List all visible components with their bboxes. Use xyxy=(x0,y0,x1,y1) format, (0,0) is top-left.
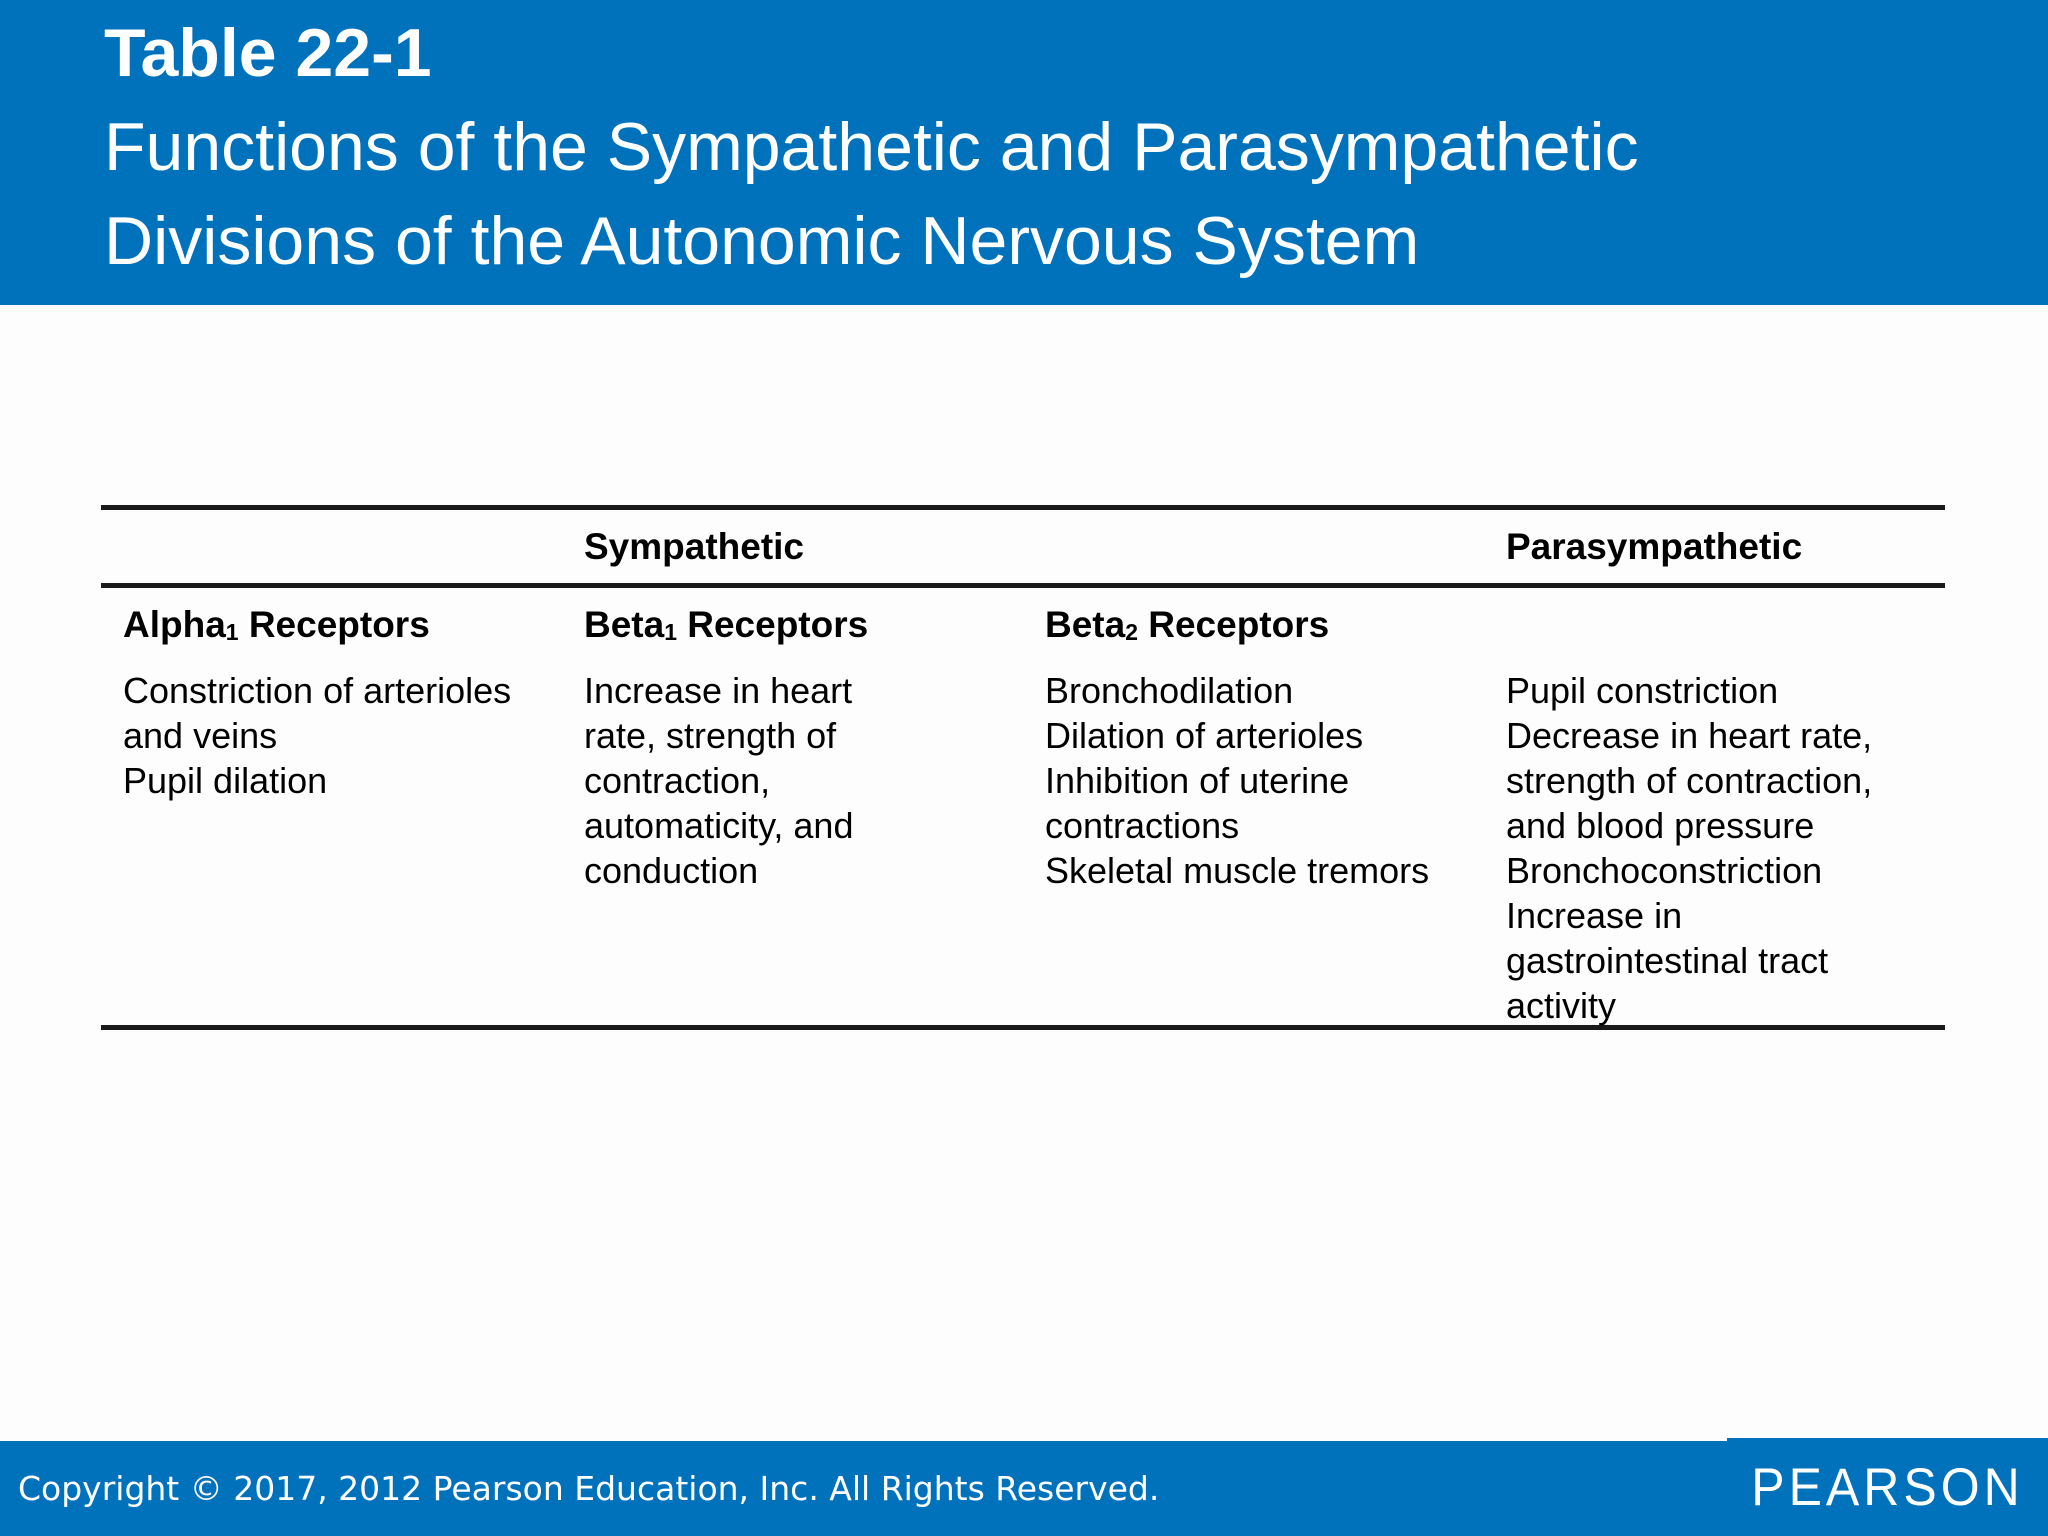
column-group-header-row: Sympathetic Parasympathetic xyxy=(101,510,1945,583)
receptor-name: Beta xyxy=(584,604,665,645)
receptor-header-row: Alpha1 Receptors Beta1 Receptors Beta2 R… xyxy=(101,588,1945,668)
pearson-logo: PEARSON xyxy=(1751,1457,2024,1517)
cell-alpha1-effects: Constriction of arterioles and veins Pup… xyxy=(123,670,512,801)
table-bottom-rule xyxy=(101,1025,1945,1030)
receptor-subscript: 2 xyxy=(1125,618,1138,645)
table-top-rule xyxy=(101,505,1945,510)
receptor-name: Alpha xyxy=(123,604,226,645)
pearson-logo-block: PEARSON xyxy=(1727,1438,2048,1536)
receptor-functions-table: Sympathetic Parasympathetic Alpha1 Recep… xyxy=(101,505,1945,1030)
header-empty-parasympathetic xyxy=(1484,588,1945,668)
group-header-sympathetic: Sympathetic xyxy=(584,525,805,567)
receptor-suffix: Receptors xyxy=(238,604,430,645)
receptor-subscript: 1 xyxy=(664,618,677,645)
cell-beta1-effects: Increase in heart rate, strength of cont… xyxy=(584,670,854,891)
receptor-name: Beta xyxy=(1045,604,1126,645)
receptor-subscript: 1 xyxy=(225,618,239,645)
title-bar: Table 22-1 Functions of the Sympathetic … xyxy=(0,0,2048,305)
slide-title-line-1: Functions of the Sympathetic and Parasym… xyxy=(104,109,1639,185)
copyright-text: Copyright © 2017, 2012 Pearson Education… xyxy=(18,1469,1160,1508)
table-mid-rule xyxy=(101,583,1945,588)
cell-beta2-effects: Bronchodilation Dilation of arterioles I… xyxy=(1045,670,1430,891)
header-alpha1-receptors: Alpha1 Receptors xyxy=(101,588,562,668)
group-header-parasympathetic: Parasympathetic xyxy=(1506,525,1803,567)
cell-parasympathetic-effects: Pupil constriction Decrease in heart rat… xyxy=(1506,670,1873,1026)
header-beta2-receptors: Beta2 Receptors xyxy=(1023,588,1484,668)
table-number: Table 22-1 xyxy=(104,15,432,91)
header-beta1-receptors: Beta1 Receptors xyxy=(562,588,1023,668)
receptor-suffix: Receptors xyxy=(1137,604,1330,645)
slide-title-line-2: Divisions of the Autonomic Nervous Syste… xyxy=(104,203,1420,279)
receptor-suffix: Receptors xyxy=(676,604,869,645)
effects-row: Constriction of arterioles and veins Pup… xyxy=(101,668,1945,1026)
footer-bar: Copyright © 2017, 2012 Pearson Education… xyxy=(0,1441,2048,1536)
